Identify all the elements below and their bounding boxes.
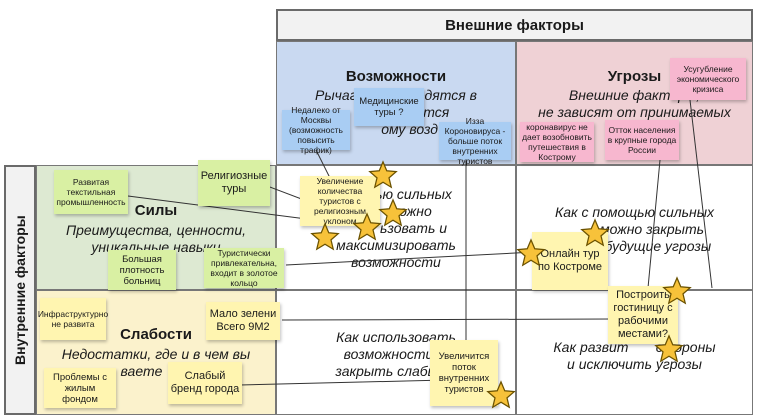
note-text: Онлайн тур по Костроме <box>537 248 603 273</box>
external-factors-label: Внешние факторы <box>445 16 584 34</box>
external-factors-header: Внешние факторы <box>276 9 753 41</box>
sticky-note-online-tour[interactable]: Онлайн тур по Костроме <box>532 232 608 290</box>
note-text: Медицинские туры ? <box>359 96 419 118</box>
star-icon[interactable] <box>378 198 408 228</box>
star-icon[interactable] <box>580 218 610 248</box>
note-text: Туристически привлекательна, входит в зо… <box>210 248 278 288</box>
threats-title: Угрозы <box>607 68 662 85</box>
sticky-note-coronavirus-travel[interactable]: коронавирус не дает возобновить путешест… <box>520 122 594 162</box>
note-text: коронавирус не дает возобновить путешест… <box>522 122 592 162</box>
sticky-note-domestic-tourists-increase[interactable]: Увеличится поток внутренних туристов <box>430 340 498 406</box>
sticky-note-medical-tours[interactable]: Медицинские туры ? <box>354 88 424 126</box>
sticky-note-little-greenery[interactable]: Мало зелени Всего 9М2 <box>206 302 280 340</box>
note-text: Построить гостиницу с рабочими местами? <box>613 289 673 340</box>
star-icon[interactable] <box>352 212 382 242</box>
connector-line <box>281 318 613 321</box>
note-text: Религиозные туры <box>200 170 268 195</box>
sticky-note-population-outflow[interactable]: Отток населения в крупные города России <box>605 120 679 160</box>
weaknesses-title: Слабости <box>120 326 192 343</box>
note-text: Усугубление экономического кризиса <box>676 64 740 94</box>
sticky-note-near-moscow[interactable]: Недалеко от Москвы (возможность повысить… <box>282 105 350 155</box>
star-icon[interactable] <box>310 222 340 252</box>
connector-line <box>315 149 331 179</box>
connector-line <box>285 251 536 266</box>
star-icon[interactable] <box>368 160 398 190</box>
note-text: Увеличится поток внутренних туристов <box>438 351 490 395</box>
connector-line <box>239 379 447 386</box>
note-text: Инфраструктурно не развита <box>37 309 109 329</box>
sticky-note-religious-tourists[interactable]: Увеличение количества туристов с религио… <box>300 176 380 226</box>
note-text: Отток населения в крупные города России <box>607 125 677 155</box>
note-text: Слабый бренд города <box>170 370 240 395</box>
star-icon[interactable] <box>662 276 692 306</box>
sticky-note-housing-problems[interactable]: Проблемы с жилым фондом <box>44 368 116 408</box>
sticky-note-weak-brand[interactable]: Слабый бренд города <box>168 362 242 404</box>
star-icon[interactable] <box>516 238 546 268</box>
connector-line <box>689 99 713 289</box>
sticky-note-golden-ring[interactable]: Туристически привлекательна, входит в зо… <box>204 248 284 288</box>
note-text: Мало зелени Всего 9М2 <box>209 308 277 333</box>
note-text: Недалеко от Москвы (возможность повысить… <box>289 105 343 155</box>
wt-text: Как развит стороны и исключить угрозы <box>553 339 716 372</box>
star-icon[interactable] <box>486 380 516 410</box>
sticky-note-coronavirus-domestic[interactable]: Изза Короновируса - больше поток внутрен… <box>439 116 511 166</box>
note-text: Проблемы с жилым фондом <box>53 371 107 405</box>
sticky-note-textile-industry[interactable]: Развитая текстильная промышленность <box>54 170 128 214</box>
sticky-note-infrastructure[interactable]: Инфраструктурно не развита <box>37 298 109 340</box>
strengths-title: Силы <box>134 202 178 219</box>
sticky-note-build-hotel[interactable]: Построить гостиницу с рабочими местами? <box>608 286 678 344</box>
connector-line <box>647 159 661 289</box>
opportunities-title: Возможности <box>345 68 447 85</box>
note-text: Большая плотность больниц <box>119 253 165 287</box>
note-text: Развитая текстильная промышленность <box>56 177 126 207</box>
connector-line <box>127 195 331 223</box>
sticky-note-economic-crisis[interactable]: Усугубление экономического кризиса <box>670 58 746 100</box>
note-text: Изза Короновируса - больше поток внутрен… <box>444 116 506 166</box>
sticky-note-hospital-density[interactable]: Большая плотность больниц <box>108 250 176 290</box>
star-icon[interactable] <box>654 334 684 364</box>
sticky-note-religious-tours[interactable]: Религиозные туры <box>198 160 270 206</box>
st-text: Как с помощью сильных можно закрыть и бу… <box>554 204 715 254</box>
note-text: Увеличение количества туристов с религио… <box>314 176 366 226</box>
